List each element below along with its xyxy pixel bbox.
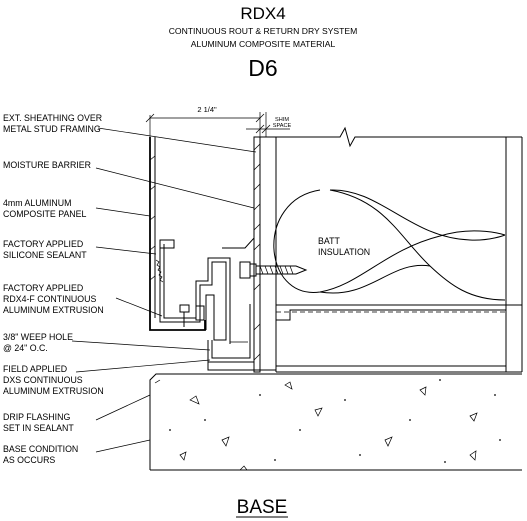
drawing-subtitle-2: ALUMINUM COMPOSITE MATERIAL [191,39,336,49]
callout-drip-flashing-line2: SET IN SEALANT [3,423,74,433]
stud-framing [259,126,523,373]
width-dimension-label: 2 1/4" [197,105,217,114]
callout-drip-flashing-line1: DRIP FLASHING [3,412,70,422]
panel-fastener [179,304,205,327]
footer-label: BASE [237,497,288,518]
shim-space-label-1: SHIM [275,117,289,123]
callout-weep-hole-line1: 3/8" WEEP HOLE [3,332,73,342]
callout-drip-flashing: DRIP FLASHING SET IN SEALANT [3,394,151,433]
callout-rdx4f-line1: FACTORY APPLIED [3,283,83,293]
callout-dxs-line2: DXS CONTINUOUS [3,375,83,385]
callout-dxs-line1: FIELD APPLIED [3,364,67,374]
batt-insulation-label-2: INSULATION [318,247,370,257]
callout-base-condition: BASE CONDITION AS OCCURS [3,439,151,465]
fastener-screw [239,261,308,279]
callout-sheathing-line1: EXT. SHEATHING OVER [3,113,102,123]
title-block: RDX4 CONTINUOUS ROUT & RETURN DRY SYSTEM… [169,4,358,81]
callout-weep-hole-line2: @ 24" O.C. [3,343,48,353]
callout-composite-panel-line2: COMPOSITE PANEL [3,209,87,219]
concrete-base [149,373,522,471]
callout-silicone-sealant-line1: FACTORY APPLIED [3,239,83,249]
callout-moisture-barrier-line1: MOISTURE BARRIER [3,160,91,170]
callout-silicone-sealant: FACTORY APPLIED SILICONE SEALANT [3,239,157,260]
callout-weep-hole: 3/8" WEEP HOLE @ 24" O.C. [3,332,211,353]
callout-moisture-barrier: MOISTURE BARRIER [3,160,255,209]
callout-rdx4f-extrusion: FACTORY APPLIED RDX4-F CONTINUOUS ALUMIN… [3,283,163,317]
callout-rdx4f-line2: RDX4-F CONTINUOUS [3,294,96,304]
footer: BASE [236,497,288,518]
callout-composite-panel: 4mm ALUMINUM COMPOSITE PANEL [3,198,151,219]
callout-base-condition-line2: AS OCCURS [3,455,55,465]
callout-base-condition-line1: BASE CONDITION [3,444,78,454]
drawing-subtitle-1: CONTINUOUS ROUT & RETURN DRY SYSTEM [169,26,358,36]
detail-code: D6 [248,55,277,81]
batt-insulation: BATT INSULATION [273,189,506,301]
composite-panel [149,137,206,331]
callout-silicone-sealant-line2: SILICONE SEALANT [3,250,87,260]
width-dimension: 2 1/4" [145,105,265,137]
sheathing [253,136,261,373]
shim-space-dimension: SHIM SPACE [246,112,292,137]
dxs-extrusion [207,300,276,371]
callout-sheathing-line2: METAL STUD FRAMING [3,124,101,134]
callout-composite-panel-line1: 4mm ALUMINUM [3,198,71,208]
callout-dxs-line3: ALUMINUM EXTRUSION [3,386,104,396]
callout-sheathing: EXT. SHEATHING OVER METAL STUD FRAMING [3,113,257,153]
drawing-title: RDX4 [240,4,285,23]
rdx4f-extrusion [155,236,255,344]
shim-space-label-2: SPACE [273,123,292,129]
callout-dxs-extrusion: FIELD APPLIED DXS CONTINUOUS ALUMINUM EX… [3,359,211,396]
callout-rdx4f-line3: ALUMINUM EXTRUSION [3,305,104,315]
batt-insulation-label-1: BATT [318,236,340,246]
